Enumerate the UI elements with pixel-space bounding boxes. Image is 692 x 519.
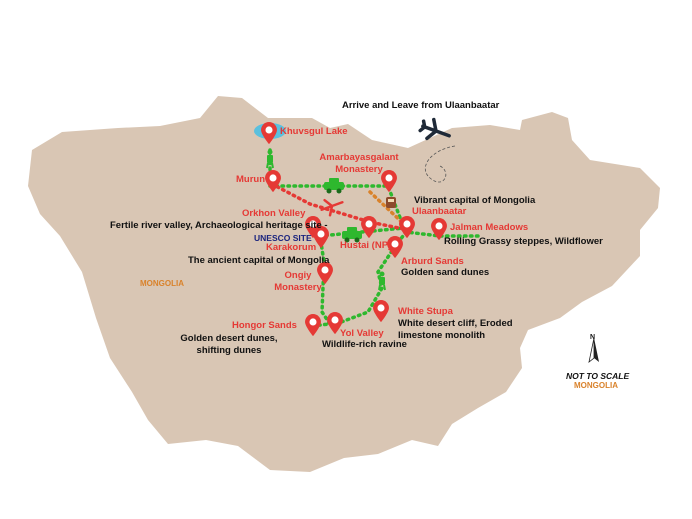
scale-note: NOT TO SCALE: [566, 371, 630, 381]
label-jalman: Jalman Meadows: [450, 222, 529, 233]
label-yol: Yol Valley: [340, 328, 384, 339]
label-ongiy: Ongiy Monastery: [274, 270, 322, 293]
desc-karakorum: The ancient capital of Mongolia: [188, 255, 330, 266]
label-hustai: Hustai (NP): [340, 240, 392, 251]
desc-hongor: Golden desert dunes, shifting dunes: [180, 333, 278, 356]
desc-yol: Wildlife-rich ravine: [322, 339, 407, 350]
label-arburd: Arburd Sands: [401, 256, 464, 267]
country-outline: [28, 96, 660, 472]
route-flight-dashed: [424, 145, 456, 183]
label-amarbayasgalant: Amarbayasgalant Monastery: [319, 152, 399, 175]
desc-orkhon: Fertile river valley, Archaeological her…: [110, 220, 328, 231]
north-arrow-icon: [588, 337, 599, 364]
arrive-leave-title: Arrive and Leave from Ulaanbaatar: [342, 100, 500, 111]
label-murun: Murun: [236, 174, 266, 185]
car-icon: [342, 227, 362, 243]
hiker-icon: [378, 271, 386, 291]
country-label: MONGOLIA: [140, 279, 184, 288]
hiker-icon: [266, 149, 274, 169]
label-hongor: Hongor Sands: [232, 320, 297, 331]
car-icon: [324, 178, 344, 194]
north-label: N: [590, 334, 596, 341]
desc-arburd: Golden sand dunes: [401, 267, 490, 278]
scale-country: MONGOLIA: [574, 381, 618, 390]
plane-icon-top: [418, 117, 451, 141]
desc-ulaanbaatar: Vibrant capital of Mongolia: [414, 195, 536, 206]
train-icon: [386, 197, 396, 208]
route-red: [270, 182, 410, 232]
label-karakorum: Karakorum: [266, 242, 317, 253]
label-khuvsgul: Khuvsgul Lake: [280, 126, 348, 137]
plane-icon-center: [320, 198, 344, 217]
desc-white-stupa: White desert cliff, Eroded limestone mon…: [398, 318, 513, 341]
label-ulaanbaatar: Ulaanbaatar: [412, 206, 467, 217]
label-white-stupa: White Stupa: [398, 306, 453, 317]
unesco-badge: UNESCO SITE: [254, 233, 312, 243]
label-orkhon: Orkhon Valley: [242, 208, 306, 219]
desc-jalman: Rolling Grassy steppes, Wildflower: [444, 236, 603, 247]
